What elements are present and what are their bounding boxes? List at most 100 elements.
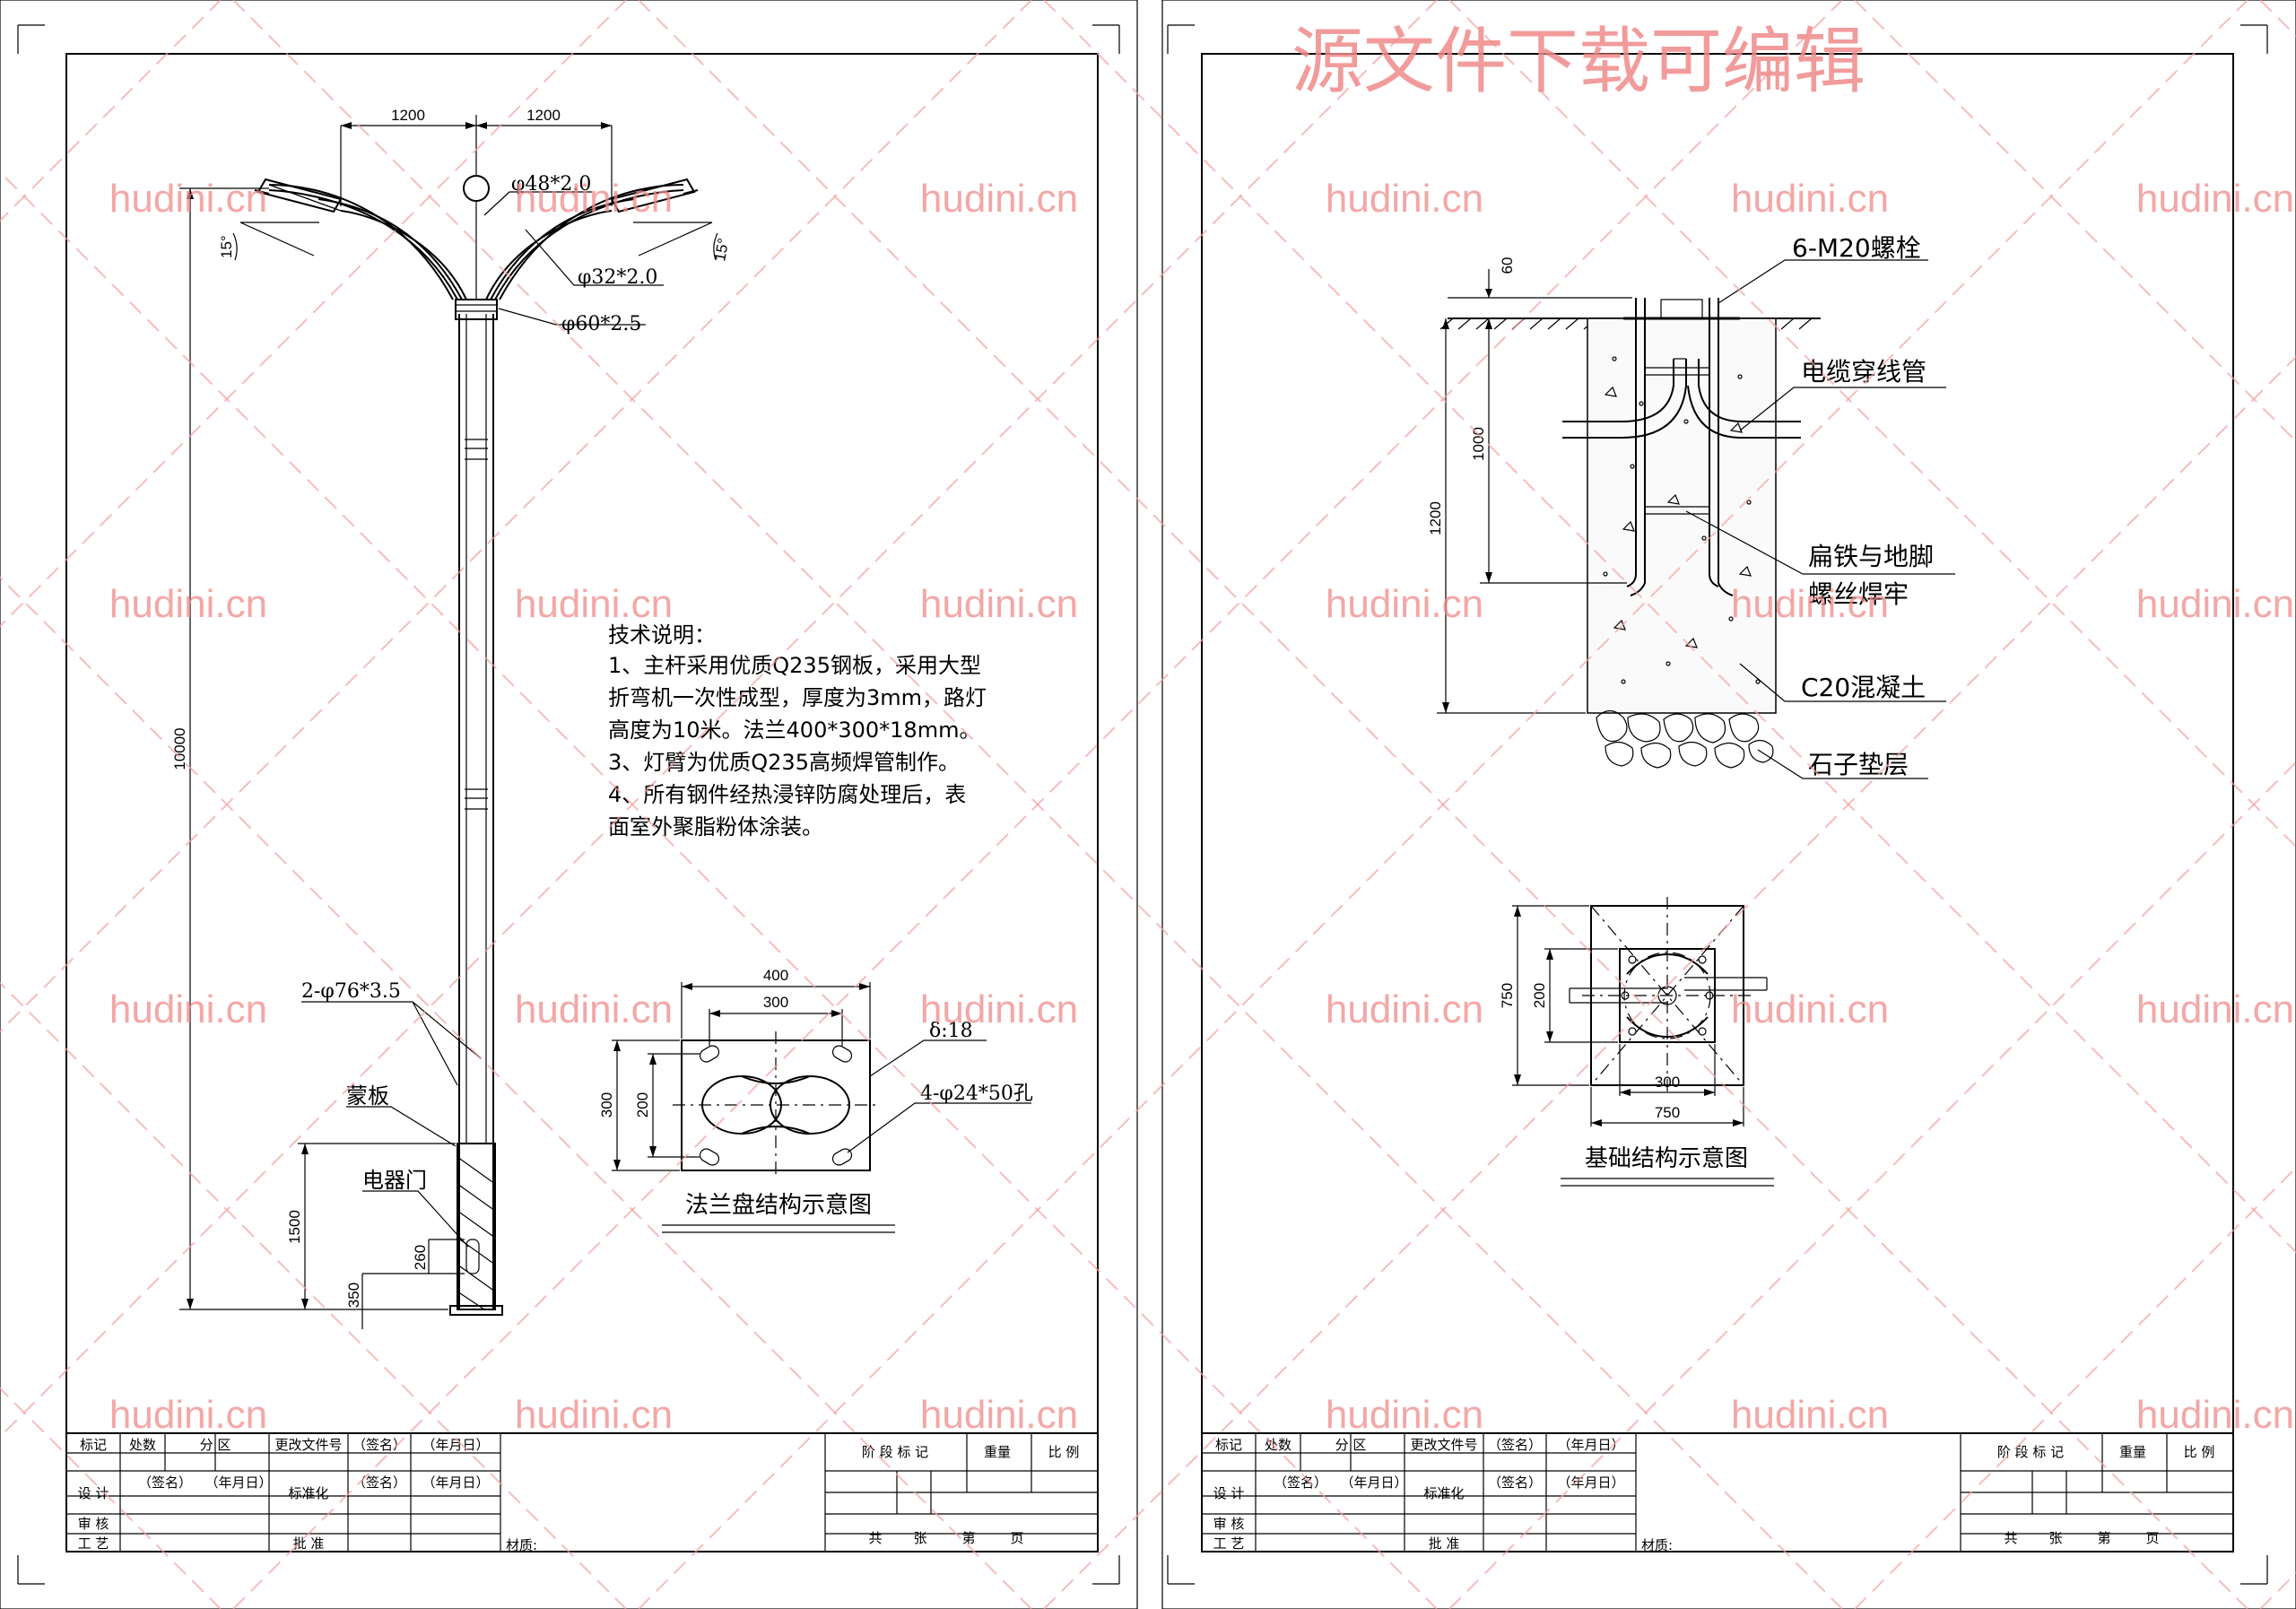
tb-design-date: （年月日） [204,1474,272,1491]
notes-line-2: 折弯机一次性成型，厚度为3mm，路灯 [608,685,987,710]
watermark-site: hudini.cn [1731,987,1889,1031]
tb2-standard-date: （年月日） [1557,1474,1624,1491]
tb-process: 工 艺 [78,1535,109,1552]
tb-page: 页 [1010,1530,1023,1546]
label-bolts: 6-M20螺栓 [1792,233,1921,263]
foundation-section: 60 1000 1200 6-M20螺栓 电缆穿线管 扁铁与地脚 螺丝焊牢 C2… [1427,233,1955,779]
tb-zone: 分 区 [200,1437,231,1453]
tb-design-sign: （签名） [138,1474,192,1491]
tb-design: 设 计 [78,1485,109,1501]
watermark-line [2259,1571,2296,1609]
watermark-site: hudini.cn [1731,177,1889,221]
tb2-mark: 标记 [1215,1437,1242,1453]
label-concrete: C20混凝土 [1801,673,1926,702]
tb2-review: 审 核 [1213,1516,1245,1532]
watermark-site: hudini.cn [109,987,267,1031]
watermark-site: hudini.cn [920,177,1078,221]
tb2-weight: 重量 [2119,1444,2146,1460]
tb-standard-date: （年月日） [422,1474,489,1491]
flange-width-inner: 300 [763,994,788,1011]
foundation-plan: 750 200 300 750 基础结构示意图 [1499,897,1774,1187]
flange-caption: 法兰盘结构示意图 [685,1192,872,1219]
label-phi32: φ32*2.0 [578,266,657,289]
plan-dim-200-v: 200 [1531,983,1548,1008]
watermark-site: hudini.cn [515,582,673,626]
watermark-line [1043,355,2296,1609]
label-phi48: φ48*2.0 [511,173,591,196]
watermark-site: hudini.cn [920,987,1078,1031]
notes-line-1: 1、主杆采用优质Q235钢板，采用大型 [608,653,981,678]
flange-thickness: δ:18 [929,1020,973,1042]
watermark-line [1854,1166,2296,1609]
angle-left: 15° [218,235,235,258]
notes-line-3: 高度为10米。法兰400*300*18mm。 [608,718,980,743]
tb2-page-no: 第 [2097,1530,2110,1546]
label-phi60: φ60*2.5 [561,313,641,335]
watermark-site: hudini.cn [1326,1393,1483,1437]
flange-holes: 4-φ24*50孔 [920,1083,1033,1105]
watermark-line [638,0,2248,1609]
flange-detail: 400 300 300 200 δ:18 4-φ24*50孔 法兰盘结构示意图 [598,967,1033,1233]
dim-base-height: 1500 [286,1210,303,1244]
watermark-site: hudini.cn [1326,987,1483,1031]
watermark-site: hudini.cn [515,177,673,221]
technical-notes: 技术说明： 1、主杆采用优质Q235钢板，采用大型 折弯机一次性成型，厚度为3m… [608,622,987,839]
flange-height-inner: 200 [634,1092,651,1118]
watermark-line [0,0,1032,1033]
watermark-site: hudini.cn [109,177,267,221]
tb-count: 处数 [129,1437,156,1453]
label-gravel: 石子垫层 [1808,750,1909,779]
watermark-site: hudini.cn [1731,582,1889,626]
tb2-stage-mark: 阶 段 标 记 [1997,1444,2064,1460]
notes-line-6: 面室外聚脂粉体涂装。 [608,814,823,839]
watermark-site: hudini.cn [109,582,267,626]
label-cover-plate: 蒙板 [346,1083,389,1109]
plan-caption: 基础结构示意图 [1585,1145,1748,1172]
tb-total: 共 [868,1530,882,1546]
tb2-scale: 比 例 [2184,1444,2215,1460]
tb2-standard: 标准化 [1423,1485,1464,1501]
tb-standard-sign: （签名） [352,1474,406,1491]
notes-line-4: 3、灯臂为优质Q235高频焊管制作。 [608,750,960,775]
tb-material: 材质: [506,1537,537,1553]
watermark-site: hudini.cn [1326,177,1483,221]
watermark-title: 源文件下载可编辑 [1292,20,1866,103]
tb-mark: 标记 [80,1437,107,1453]
tb2-design: 设 计 [1213,1485,1245,1501]
tb-change-doc: 更改文件号 [274,1437,342,1453]
watermark-line [232,0,1843,1609]
tb2-zone: 分 区 [1335,1437,1367,1453]
dim-door-height: 260 [412,1245,429,1270]
dim-arm-left: 1200 [391,107,425,124]
angle-right: 15° [711,237,732,263]
tb2-standard-sign: （签名） [1488,1474,1542,1491]
flange-width-outer: 400 [763,967,788,984]
plan-dim-750-v: 750 [1499,983,1516,1008]
tb-sheets: 张 [913,1530,926,1546]
watermark-line [0,981,627,1609]
watermark-site: hudini.cn [109,1393,267,1437]
dim-top: 60 [1499,257,1516,274]
tb-stage-mark: 阶 段 标 记 [862,1444,928,1460]
watermark-line [0,0,1438,1439]
tb-weight: 重量 [984,1444,1011,1460]
watermark-line [2259,0,2296,38]
watermark-site: hudini.cn [515,1393,673,1437]
tb-page-no: 第 [961,1530,975,1546]
watermark-line [0,0,222,222]
tb-date: （年月日） [422,1437,489,1453]
plan-dim-750-h: 750 [1655,1104,1680,1121]
watermark-site: hudini.cn [2136,987,2294,1031]
tb-scale: 比 例 [1048,1444,1080,1460]
concrete-block [1587,317,1777,714]
label-flat-iron-1: 扁铁与地脚 [1808,542,1934,571]
watermark-site: hudini.cn [2136,582,2294,626]
notes-heading: 技术说明： [608,622,716,648]
plan-dim-300-h: 300 [1655,1074,1680,1091]
watermark-line [0,1387,222,1609]
label-flat-iron-2: 螺丝焊牢 [1808,579,1909,609]
tb2-design-date: （年月日） [1340,1474,1407,1491]
watermark-site: hudini.cn [2136,177,2294,221]
